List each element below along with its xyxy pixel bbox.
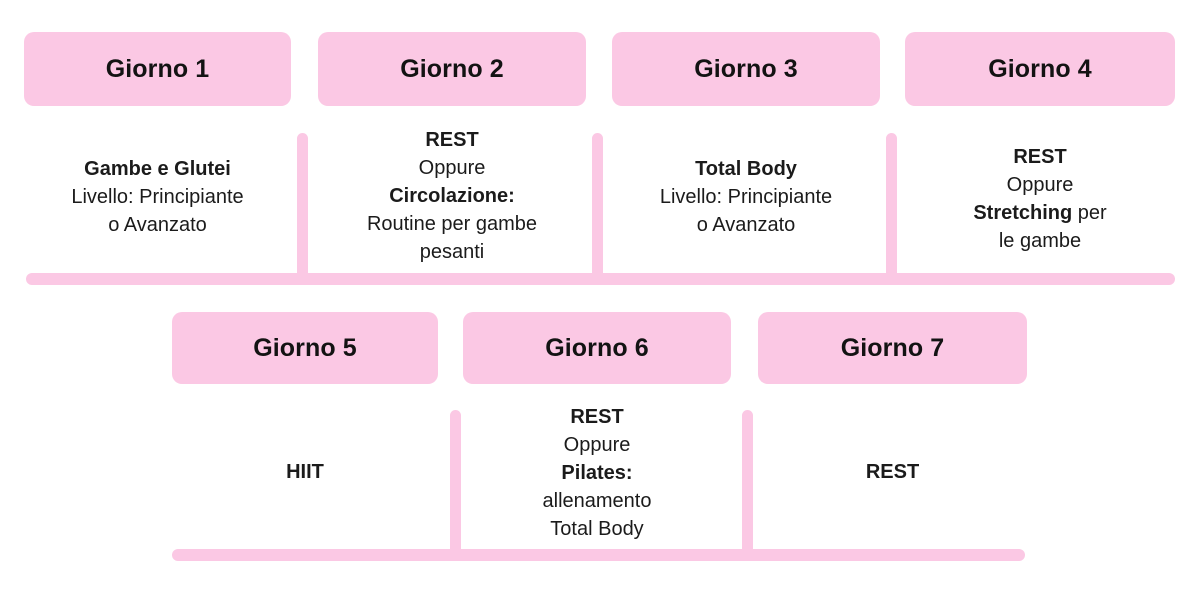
connector-vertical-4 <box>450 410 461 558</box>
content-line: Total Body <box>695 158 797 180</box>
day-header-giorno-1[interactable]: Giorno 1 <box>24 32 291 106</box>
content-line: Stretching per <box>973 199 1106 227</box>
day-header-giorno-4[interactable]: Giorno 4 <box>905 32 1175 106</box>
content-line: Pilates: <box>561 462 633 484</box>
day-header-label: Giorno 4 <box>988 54 1092 83</box>
day-header-label: Giorno 3 <box>694 54 798 83</box>
content-line: REST <box>570 406 624 428</box>
day-header-label: Giorno 1 <box>105 54 210 83</box>
day-content-giorno-1: Gambe e Glutei Livello: Principiante o A… <box>24 118 291 276</box>
day-header-label: Giorno 5 <box>253 333 357 362</box>
day-header-giorno-6[interactable]: Giorno 6 <box>463 312 731 384</box>
content-line: Circolazione: <box>389 185 515 207</box>
content-line: Total Body <box>550 518 644 540</box>
connector-vertical-2 <box>592 133 603 283</box>
day-content-giorno-5: HIIT <box>172 396 438 548</box>
content-line: o Avanzato <box>696 214 796 236</box>
day-content-giorno-6: REST Oppure Pilates: allenamento Total B… <box>463 403 731 548</box>
day-header-giorno-5[interactable]: Giorno 5 <box>172 312 438 384</box>
day-header-label: Giorno 7 <box>840 333 945 362</box>
content-line: Routine per gambe <box>366 213 538 235</box>
content-line: Oppure <box>1006 174 1074 196</box>
schedule-row-bottom: Giorno 5 HIIT Giorno 6 REST Oppure Pilat… <box>0 300 1200 596</box>
content-line: REST <box>425 129 479 151</box>
day-content-giorno-2: REST Oppure Circolazione: Routine per ga… <box>318 126 586 276</box>
content-line-normal: per <box>1072 202 1107 224</box>
connector-vertical-5 <box>742 410 753 558</box>
day-content-giorno-3: Total Body Livello: Principiante o Avanz… <box>612 118 880 276</box>
content-line: HIIT <box>286 461 324 483</box>
day-header-label: Giorno 6 <box>545 333 649 362</box>
day-content-giorno-7: REST <box>758 396 1027 548</box>
day-header-giorno-7[interactable]: Giorno 7 <box>758 312 1027 384</box>
content-line: le gambe <box>998 230 1082 252</box>
content-line: REST <box>1013 146 1067 168</box>
day-header-label: Giorno 2 <box>400 54 504 83</box>
connector-vertical-1 <box>297 133 308 283</box>
content-line: o Avanzato <box>108 214 207 236</box>
connector-horizontal-bottom <box>172 549 1025 561</box>
content-line: pesanti <box>419 241 485 263</box>
content-line: Livello: Principiante <box>659 186 833 208</box>
day-header-giorno-2[interactable]: Giorno 2 <box>318 32 586 106</box>
connector-vertical-3 <box>886 133 897 283</box>
content-line: Gambe e Glutei <box>84 158 231 180</box>
content-line-bold: Stretching <box>973 202 1073 224</box>
day-header-giorno-3[interactable]: Giorno 3 <box>612 32 880 106</box>
content-line: allenamento <box>542 490 652 512</box>
content-line: REST <box>865 461 920 483</box>
content-line: Oppure <box>418 157 486 179</box>
content-line: Oppure <box>563 434 631 456</box>
content-line: Livello: Principiante <box>71 186 244 208</box>
connector-horizontal-top <box>26 273 1175 285</box>
day-content-giorno-4: REST Oppure Stretching per le gambe <box>905 143 1175 276</box>
schedule-row-top: Giorno 1 Gambe e Glutei Livello: Princip… <box>24 32 1175 285</box>
